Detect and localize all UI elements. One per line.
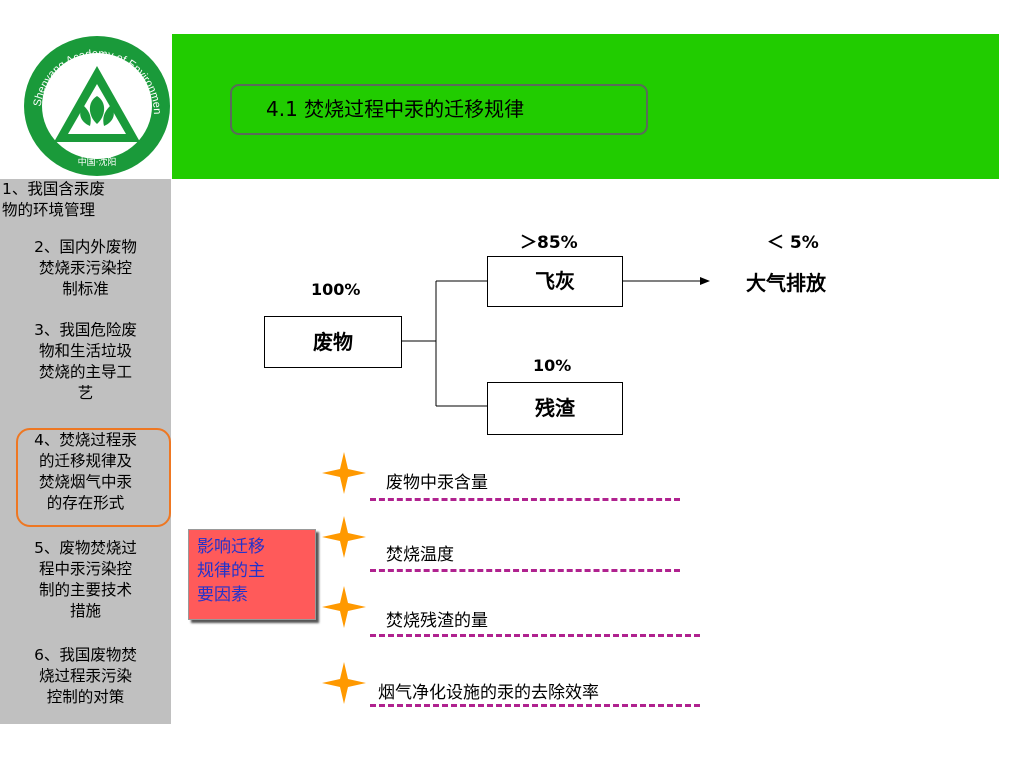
- logo-bottom-text: 中国·沈阳: [78, 156, 117, 168]
- nav-item-4-active[interactable]: 4、焚烧过程汞 的迁移规律及 焚烧烟气中汞 的存在形式: [34, 431, 137, 512]
- sidebar: 1、我国含汞废 物的环境管理 2、国内外废物 焚烧汞污染控 制标准 3、我国危险…: [0, 179, 171, 724]
- factor-underline-3: [370, 634, 700, 637]
- star-icon: [322, 516, 366, 558]
- nav-item-3[interactable]: 3、我国危险废 物和生活垃圾 焚烧的主导工 艺: [34, 321, 137, 402]
- factor-item-3: 焚烧残渣的量: [386, 611, 488, 631]
- factor-item-4: 烟气净化设施的汞的去除效率: [378, 683, 599, 703]
- residue-percent: 10%: [533, 356, 572, 375]
- nav-item-1[interactable]: 1、我国含汞废 物的环境管理: [2, 180, 105, 219]
- star-icon: [322, 586, 366, 628]
- arrowhead: [700, 277, 710, 285]
- atmosphere-percent: ＜ 5%: [767, 233, 819, 253]
- residue-node: 残渣: [487, 382, 623, 435]
- factor-underline-2: [370, 569, 680, 572]
- slide-title: 4.1 焚烧过程中汞的迁移规律: [230, 84, 648, 135]
- factor-item-1: 废物中汞含量: [386, 473, 488, 493]
- factor-underline-4: [370, 704, 700, 707]
- flyash-percent: ＞85%: [520, 233, 578, 253]
- header-band: [172, 34, 999, 179]
- active-nav-highlight: [16, 428, 171, 527]
- institute-logo: Shenyang Academy of Environmental Scienc…: [22, 34, 170, 176]
- star-icon: [322, 452, 366, 494]
- atmosphere-label: 大气排放: [746, 271, 826, 295]
- star-icon: [322, 662, 366, 704]
- flyash-node: 飞灰: [487, 256, 623, 307]
- nav-item-5[interactable]: 5、废物焚烧过 程中汞污染控 制的主要技术 措施: [34, 539, 137, 620]
- factor-box: 影响迁移 规律的主 要因素: [188, 529, 316, 620]
- nav-item-2[interactable]: 2、国内外废物 焚烧汞污染控 制标准: [34, 238, 137, 298]
- nav-item-6[interactable]: 6、我国废物焚 烧过程汞污染 控制的对策: [34, 646, 137, 706]
- waste-percent: 100%: [311, 280, 361, 299]
- factor-underline-1: [370, 498, 680, 501]
- waste-node: 废物: [264, 316, 402, 368]
- factor-item-2: 焚烧温度: [386, 545, 454, 565]
